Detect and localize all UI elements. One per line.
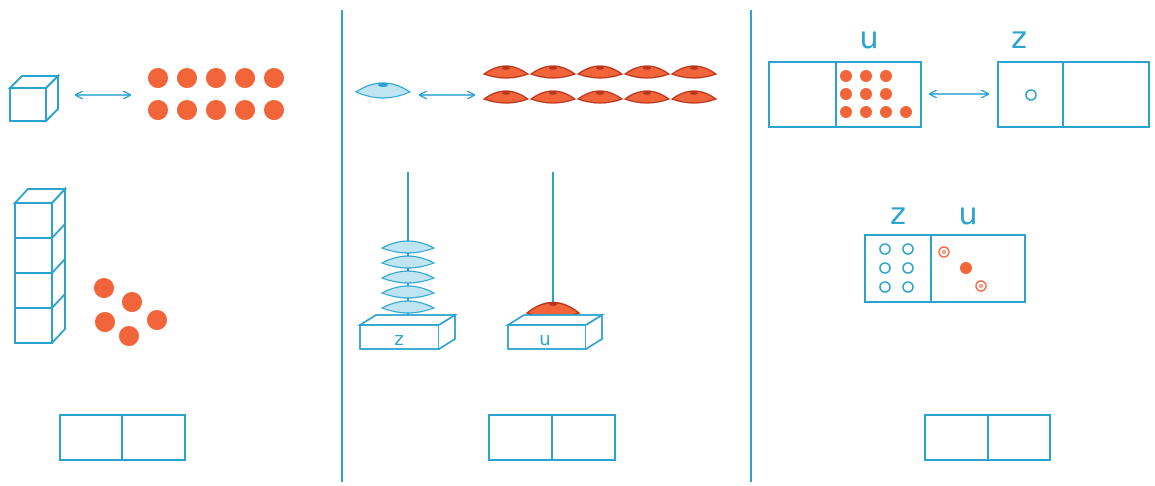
orange-dot xyxy=(840,88,852,100)
abacus-units: u xyxy=(504,172,606,350)
orange-disc xyxy=(482,65,530,79)
answer-box-units[interactable] xyxy=(121,414,186,461)
orange-dot xyxy=(900,106,912,118)
orange-dot xyxy=(147,310,167,330)
orange-disc xyxy=(670,65,718,79)
tens-circle xyxy=(879,262,891,274)
orange-disc xyxy=(576,90,624,104)
white-disc xyxy=(380,300,436,314)
answer-box-tens[interactable] xyxy=(924,414,989,461)
tens-circle xyxy=(902,281,914,293)
orange-dot xyxy=(177,68,197,88)
orange-dot xyxy=(235,68,255,88)
orange-dot xyxy=(264,68,284,88)
units-dots-group xyxy=(938,246,987,292)
ten-dots-group xyxy=(148,68,284,120)
orange-disc xyxy=(623,65,671,79)
tens-circle xyxy=(1025,89,1037,101)
white-disc-icon xyxy=(354,82,412,99)
answer-boxes-left[interactable] xyxy=(59,414,186,461)
abacus-label-units: u xyxy=(539,329,550,350)
answer-box-units[interactable] xyxy=(987,414,1051,461)
tens-circle xyxy=(879,281,891,293)
orange-dot xyxy=(206,68,226,88)
ten-dots-in-card xyxy=(840,70,912,118)
orange-disc xyxy=(623,90,671,104)
unit-cube-icon xyxy=(7,73,61,122)
label-units-top: u xyxy=(859,21,878,56)
tens-circles-group xyxy=(879,243,914,293)
orange-dot xyxy=(880,88,892,100)
orange-dot xyxy=(122,292,142,312)
orange-dot xyxy=(119,326,139,346)
orange-dot xyxy=(206,100,226,120)
orange-dot xyxy=(177,100,197,120)
white-disc xyxy=(380,255,436,269)
orange-dot xyxy=(860,70,872,82)
orange-dot xyxy=(94,278,114,298)
orange-dot xyxy=(860,106,872,118)
answer-boxes-right[interactable] xyxy=(924,414,1051,461)
orange-dot xyxy=(95,312,115,332)
orange-dot xyxy=(148,100,168,120)
orange-dot xyxy=(840,70,852,82)
place-value-card-tens xyxy=(997,61,1150,128)
answer-box-tens[interactable] xyxy=(488,414,553,461)
table-label-tens: z xyxy=(890,197,906,232)
orange-dot xyxy=(235,100,255,120)
white-disc xyxy=(380,270,436,284)
answer-box-tens[interactable] xyxy=(59,414,123,461)
white-disc xyxy=(380,240,436,254)
tens-circle xyxy=(902,262,914,274)
orange-dot xyxy=(148,68,168,88)
table-label-units: u xyxy=(958,197,977,232)
orange-dot xyxy=(840,106,852,118)
answer-boxes-middle[interactable] xyxy=(488,414,616,461)
orange-disc xyxy=(576,65,624,79)
orange-disc xyxy=(529,65,577,79)
ten-discs-group xyxy=(482,65,718,104)
abacus-label-tens: z xyxy=(394,329,403,350)
orange-dot xyxy=(880,106,892,118)
answer-box-units[interactable] xyxy=(551,414,616,461)
label-tens-top: z xyxy=(1011,21,1027,56)
abacus-tens: z xyxy=(356,172,459,350)
orange-disc xyxy=(482,90,530,104)
panel-right: u z z u xyxy=(768,21,1150,461)
tens-circle xyxy=(879,243,891,255)
orange-disc xyxy=(529,90,577,104)
orange-dot xyxy=(860,88,872,100)
orange-dot xyxy=(880,70,892,82)
place-value-card-units xyxy=(768,61,922,128)
place-value-table xyxy=(864,234,1026,303)
loose-dots-group xyxy=(94,278,167,346)
orange-disc xyxy=(670,90,718,104)
panel-middle: z u xyxy=(354,65,718,461)
ten-rod-icon xyxy=(12,186,68,344)
white-discs-stack xyxy=(380,240,436,314)
orange-dot xyxy=(264,100,284,120)
panel-left xyxy=(7,68,284,461)
white-disc xyxy=(380,285,436,299)
tens-circle xyxy=(902,243,914,255)
